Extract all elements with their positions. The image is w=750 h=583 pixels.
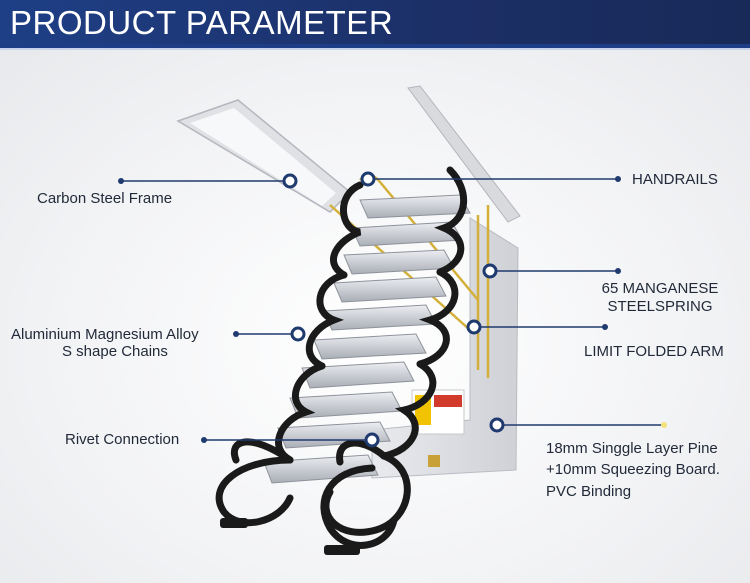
header-divider [0,44,750,48]
label-aluminium-line1: Aluminium Magnesium Alloy [11,326,199,343]
marker-dot [602,324,608,330]
marker-ring [482,263,498,279]
page-title: PRODUCT PARAMETER [10,4,394,41]
marker-ring [290,326,306,342]
callouts [121,178,664,441]
right-s-chain [320,166,467,549]
callout-markers [118,171,667,448]
attic-frame [176,85,521,223]
label-board-line1: 18mm Singgle Layer Pine [546,440,718,457]
label-manganese-line2: STEELSPRING [607,298,713,315]
marker-dot [615,176,621,182]
label-carbon-steel-frame: Carbon Steel Frame [37,190,173,207]
marker-ring [282,173,298,189]
hinge-plate [428,455,440,467]
marker-dot [233,331,239,337]
marker-dot [615,268,621,274]
marker-ring [364,432,380,448]
mounting-panel [371,217,519,479]
marker-ring [360,171,376,187]
label-aluminium-line2: S shape Chains [62,343,168,360]
marker-ring [489,417,505,433]
left-s-chain [215,181,364,527]
label-limit-folded-arm: LIMIT FOLDED ARM [584,343,724,360]
marker-ring [466,319,482,335]
marker-dot [661,422,667,428]
marker-dot [118,178,124,184]
ladder-feet [220,518,360,555]
header-divider-light [0,48,750,50]
label-board-line3: PVC Binding [546,483,632,500]
label-rivet-connection: Rivet Connection [65,431,180,448]
label-manganese-line1: 65 MANGANESE [601,280,719,297]
header-bar: PRODUCT PARAMETER [0,0,750,44]
warning-sticker-red [434,395,462,407]
label-handrails: HANDRAILS [632,171,718,188]
label-board-line2: +10mm Squeezing Board. [546,461,720,478]
marker-dot [201,437,207,443]
